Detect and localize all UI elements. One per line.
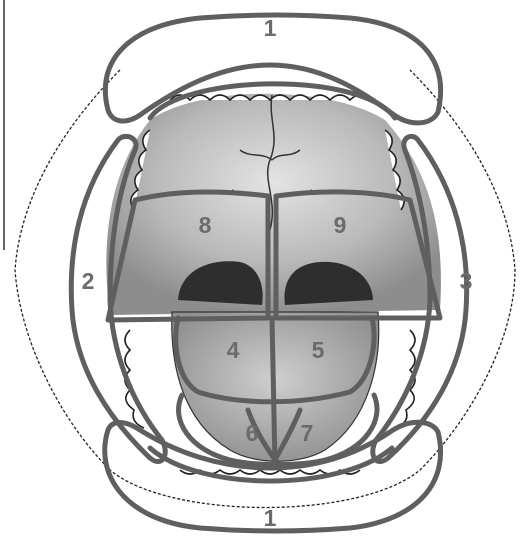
label-palate-right: 9 [334, 212, 347, 238]
label-upper-lip: 1 [264, 15, 277, 41]
label-left-cheek: 2 [82, 268, 95, 294]
label-palate-left: 8 [199, 212, 212, 238]
label-tongue-front-left: 4 [227, 337, 240, 363]
label-lower-lip: 1 [264, 505, 277, 531]
label-tongue-front-right: 5 [312, 337, 325, 363]
tongue-center-line [272, 318, 275, 465]
label-right-cheek: 3 [460, 268, 473, 294]
label-floor-left: 6 [246, 420, 259, 446]
label-floor-right: 7 [301, 420, 314, 446]
